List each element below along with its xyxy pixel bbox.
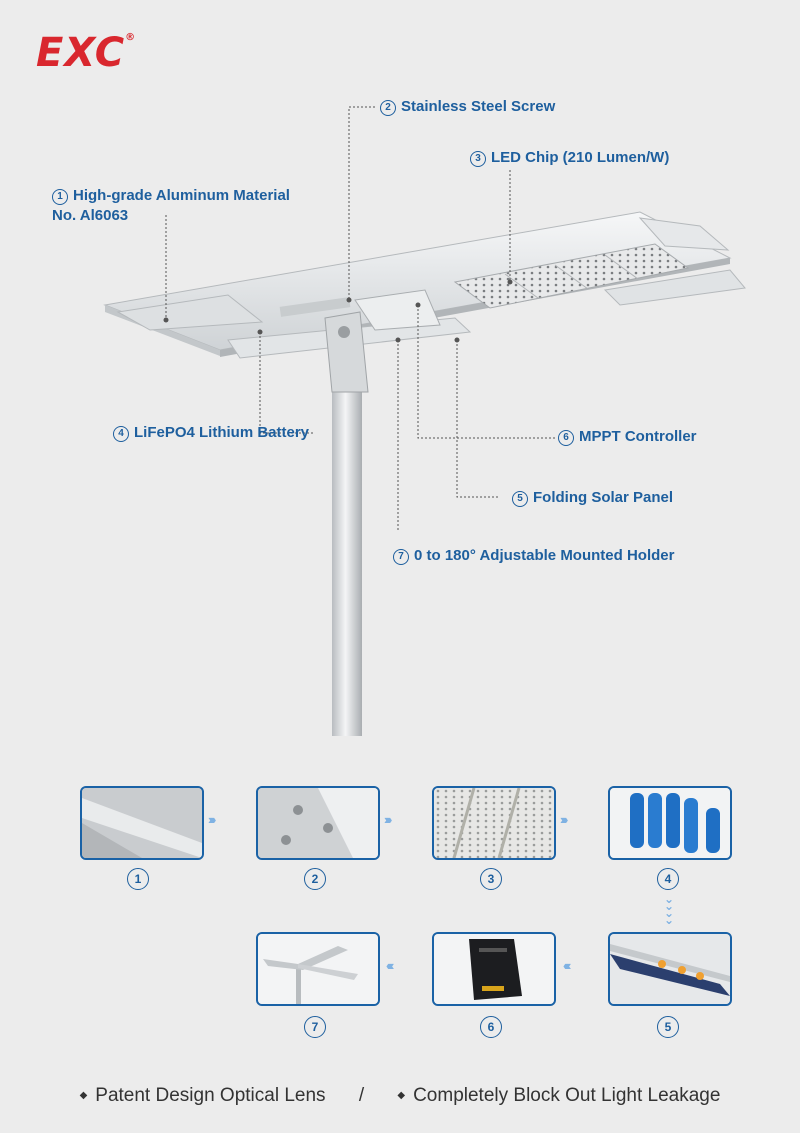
callout-label: 0 to 180° Adjustable Mounted Holder (414, 547, 675, 564)
step-badge: 7 (304, 1016, 326, 1038)
bullet-icon: ◆ (397, 1090, 406, 1101)
thumb-holder (256, 932, 380, 1006)
footer-separator: / (358, 1085, 365, 1106)
callout-led-chip: 3 LED Chip (210 Lumen/W) (470, 148, 669, 168)
thumb-solar-panel (608, 932, 732, 1006)
flow-arrow: ›››› (560, 812, 569, 827)
callout-number: 5 (512, 491, 528, 507)
brand-logo: EXC® (36, 30, 136, 76)
step-badge: 2 (304, 868, 326, 890)
callout-aluminum: 1 High-grade Aluminum Material No. Al6063 (52, 186, 290, 226)
thumb-screw (256, 786, 380, 860)
callout-number: 6 (558, 430, 574, 446)
step-badge: 1 (127, 868, 149, 890)
flow-arrow: ›››› (384, 812, 393, 827)
flow-arrow: ‹‹‹‹ (386, 958, 395, 973)
step-badge: 6 (480, 1016, 502, 1038)
callout-label-line2: No. Al6063 (52, 207, 129, 224)
footer-features: ◆ Patent Design Optical Lens / ◆ Completel… (0, 1085, 800, 1107)
callout-number: 3 (470, 151, 486, 167)
callout-number: 1 (52, 189, 68, 205)
bullet-icon: ◆ (79, 1090, 88, 1101)
step-badge: 3 (480, 868, 502, 890)
logo-text: EXC (36, 30, 126, 76)
callout-label: LED Chip (210 Lumen/W) (491, 149, 670, 166)
flow-arrow: ›››› (208, 812, 217, 827)
callout-number: 7 (393, 549, 409, 565)
callout-number: 4 (113, 426, 129, 442)
callout-solar-panel: 5 Folding Solar Panel (512, 488, 673, 508)
callout-label: MPPT Controller (579, 428, 697, 445)
callout-label: LiFePO4 Lithium Battery (134, 424, 310, 441)
step-badge: 5 (657, 1016, 679, 1038)
registered-mark: ® (125, 32, 137, 43)
callout-holder: 7 0 to 180° Adjustable Mounted Holder (393, 546, 674, 566)
led-module (453, 243, 690, 309)
thumb-led-chip (432, 786, 556, 860)
thumb-aluminum (80, 786, 204, 860)
flow-arrow-down: ⌄⌄⌄⌄ (663, 892, 675, 927)
street-light-illustration (103, 106, 746, 736)
pole (332, 380, 362, 736)
callout-battery: 4 LiFePO4 Lithium Battery (113, 423, 309, 443)
callout-label: Folding Solar Panel (533, 489, 674, 506)
thumb-battery (608, 786, 732, 860)
feature-light-leakage: Completely Block Out Light Leakage (413, 1085, 721, 1106)
callout-label: High-grade Aluminum Material (73, 187, 290, 204)
callout-number: 2 (380, 100, 396, 116)
flow-arrow: ‹‹‹‹ (563, 958, 572, 973)
mount-bracket (324, 311, 369, 393)
step-badge: 4 (657, 868, 679, 890)
callout-screw: 2 Stainless Steel Screw (380, 97, 555, 117)
callout-label: Stainless Steel Screw (401, 98, 556, 115)
thumb-controller (432, 932, 556, 1006)
feature-optical-lens: Patent Design Optical Lens (95, 1085, 326, 1106)
callout-mppt: 6 MPPT Controller (558, 427, 697, 447)
